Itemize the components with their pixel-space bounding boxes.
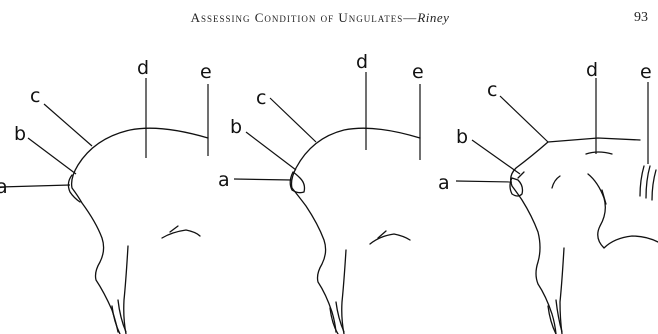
panel-3-label-e: e [640,61,652,83]
panel-3-leader-b [471,139,521,175]
panel-2-label-a: a [218,169,230,191]
page-header: Assessing Condition of Ungulates—Riney 9… [0,10,658,32]
panel-1-leader-a [0,184,71,188]
panel-2-leader-b [245,131,297,171]
panel-2-label-e: e [412,61,424,83]
panel-1-leader-b [27,137,77,175]
panel-3-label-d: d [586,59,598,81]
running-head: Assessing Condition of Ungulates—Riney [150,10,490,26]
panel-2: a b c d e [218,51,424,334]
page-number: 93 [634,10,648,25]
panel-1-label-a: a [0,176,8,198]
panel-1-label-e: e [200,61,212,83]
panel-2-label-c: c [256,87,266,109]
panel-3-outline [509,137,658,334]
author-name: Riney [417,10,450,25]
panel-1-label-c: c [30,85,40,107]
panel-3: a b c d e [438,59,658,334]
panel-2-outline [289,127,421,334]
panel-1-outline [67,127,209,334]
panel-3-leader-a [455,180,513,183]
panel-2-label-b: b [230,116,242,138]
panel-1-label-b: b [14,123,26,145]
panel-1-leader-c [43,103,93,147]
panel-3-label-b: b [456,126,468,148]
panel-3-label-a: a [438,172,450,194]
panel-3-label-c: c [487,79,497,101]
panel-1: a b c d e [0,57,212,334]
running-title: Assessing Condition of Ungulates— [190,10,418,25]
panel-2-label-d: d [356,51,368,73]
panel-2-leader-c [269,97,317,143]
panel-3-leader-c [499,95,549,143]
panel-1-label-d: d [137,57,149,79]
panel-2-leader-a [233,178,293,181]
